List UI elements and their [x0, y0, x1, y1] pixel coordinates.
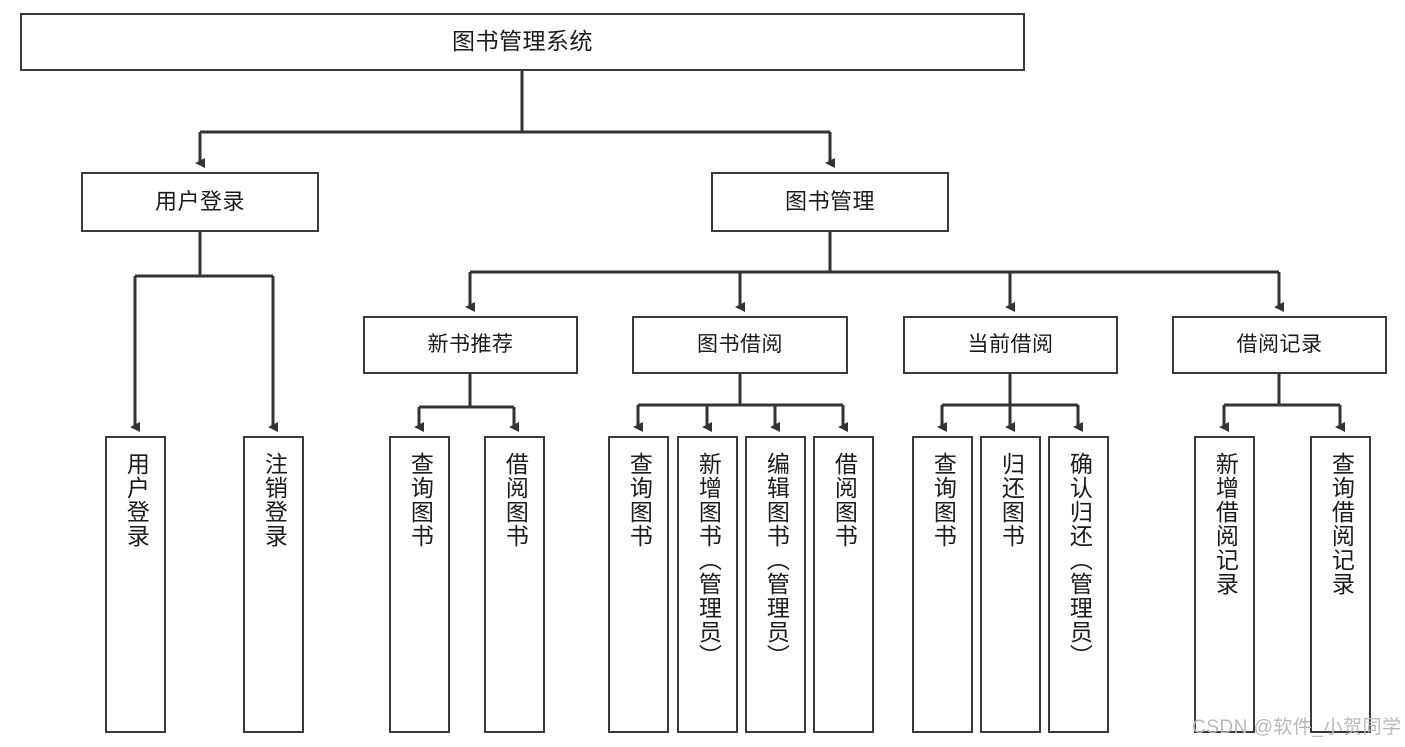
node-leaf-borrow-book-bb[interactable]: 借阅图书 — [813, 436, 874, 733]
csdn-watermark: CSDN @软件_小贺同学 — [1192, 717, 1402, 738]
node-leaf-add-borrow-record[interactable]: 新增借阅记录 — [1194, 436, 1255, 733]
node-new-book-recommend-label: 新书推荐 — [427, 332, 514, 356]
node-leaf-borrow-book-bb-label: 借阅图书 — [831, 452, 858, 548]
node-leaf-user-logout[interactable]: 注销登录 — [243, 436, 304, 733]
node-leaf-return-book[interactable]: 归还图书 — [980, 436, 1041, 733]
node-leaf-user-logout-label: 注销登录 — [261, 452, 288, 548]
node-leaf-query-book-cb[interactable]: 查询图书 — [912, 436, 973, 733]
node-current-borrow-label: 当前借阅 — [967, 332, 1054, 356]
node-book-borrow[interactable]: 图书借阅 — [632, 316, 848, 374]
node-root[interactable]: 图书管理系统 — [20, 13, 1025, 71]
node-leaf-user-login-label: 用户登录 — [123, 452, 150, 548]
node-root-label: 图书管理系统 — [452, 28, 593, 55]
node-user-login-label: 用户登录 — [154, 189, 245, 215]
node-new-book-recommend[interactable]: 新书推荐 — [363, 316, 578, 374]
node-book-management-label: 图书管理 — [784, 189, 875, 215]
node-leaf-borrow-book-nb-label: 借阅图书 — [502, 452, 529, 548]
node-leaf-query-book-cb-label: 查询图书 — [930, 452, 957, 548]
node-leaf-confirm-return-admin[interactable]: 确认归还（管理员） — [1048, 436, 1109, 733]
node-leaf-edit-book-admin-label: 编辑图书（管理员） — [763, 452, 790, 668]
node-leaf-query-borrow-record[interactable]: 查询借阅记录 — [1310, 436, 1371, 733]
node-leaf-query-book-nb-label: 查询图书 — [407, 452, 434, 548]
node-user-login[interactable]: 用户登录 — [81, 172, 319, 232]
node-leaf-add-book-admin[interactable]: 新增图书（管理员） — [677, 436, 738, 733]
node-book-management[interactable]: 图书管理 — [711, 172, 949, 232]
node-book-borrow-label: 图书借阅 — [697, 332, 783, 356]
node-leaf-add-borrow-record-label: 新增借阅记录 — [1212, 452, 1239, 596]
node-leaf-user-login[interactable]: 用户登录 — [105, 436, 166, 733]
node-borrow-record-label: 借阅记录 — [1236, 332, 1323, 356]
node-leaf-query-borrow-record-label: 查询借阅记录 — [1328, 452, 1355, 596]
node-borrow-record[interactable]: 借阅记录 — [1172, 316, 1387, 374]
node-leaf-confirm-return-admin-label: 确认归还（管理员） — [1066, 452, 1093, 668]
node-leaf-query-book-bb[interactable]: 查询图书 — [608, 436, 669, 733]
node-leaf-add-book-admin-label: 新增图书（管理员） — [695, 452, 722, 668]
node-leaf-query-book-nb[interactable]: 查询图书 — [389, 436, 450, 733]
node-leaf-borrow-book-nb[interactable]: 借阅图书 — [484, 436, 545, 733]
node-leaf-return-book-label: 归还图书 — [998, 452, 1025, 548]
node-leaf-query-book-bb-label: 查询图书 — [626, 452, 653, 548]
node-current-borrow[interactable]: 当前借阅 — [903, 316, 1118, 374]
node-leaf-edit-book-admin[interactable]: 编辑图书（管理员） — [745, 436, 806, 733]
